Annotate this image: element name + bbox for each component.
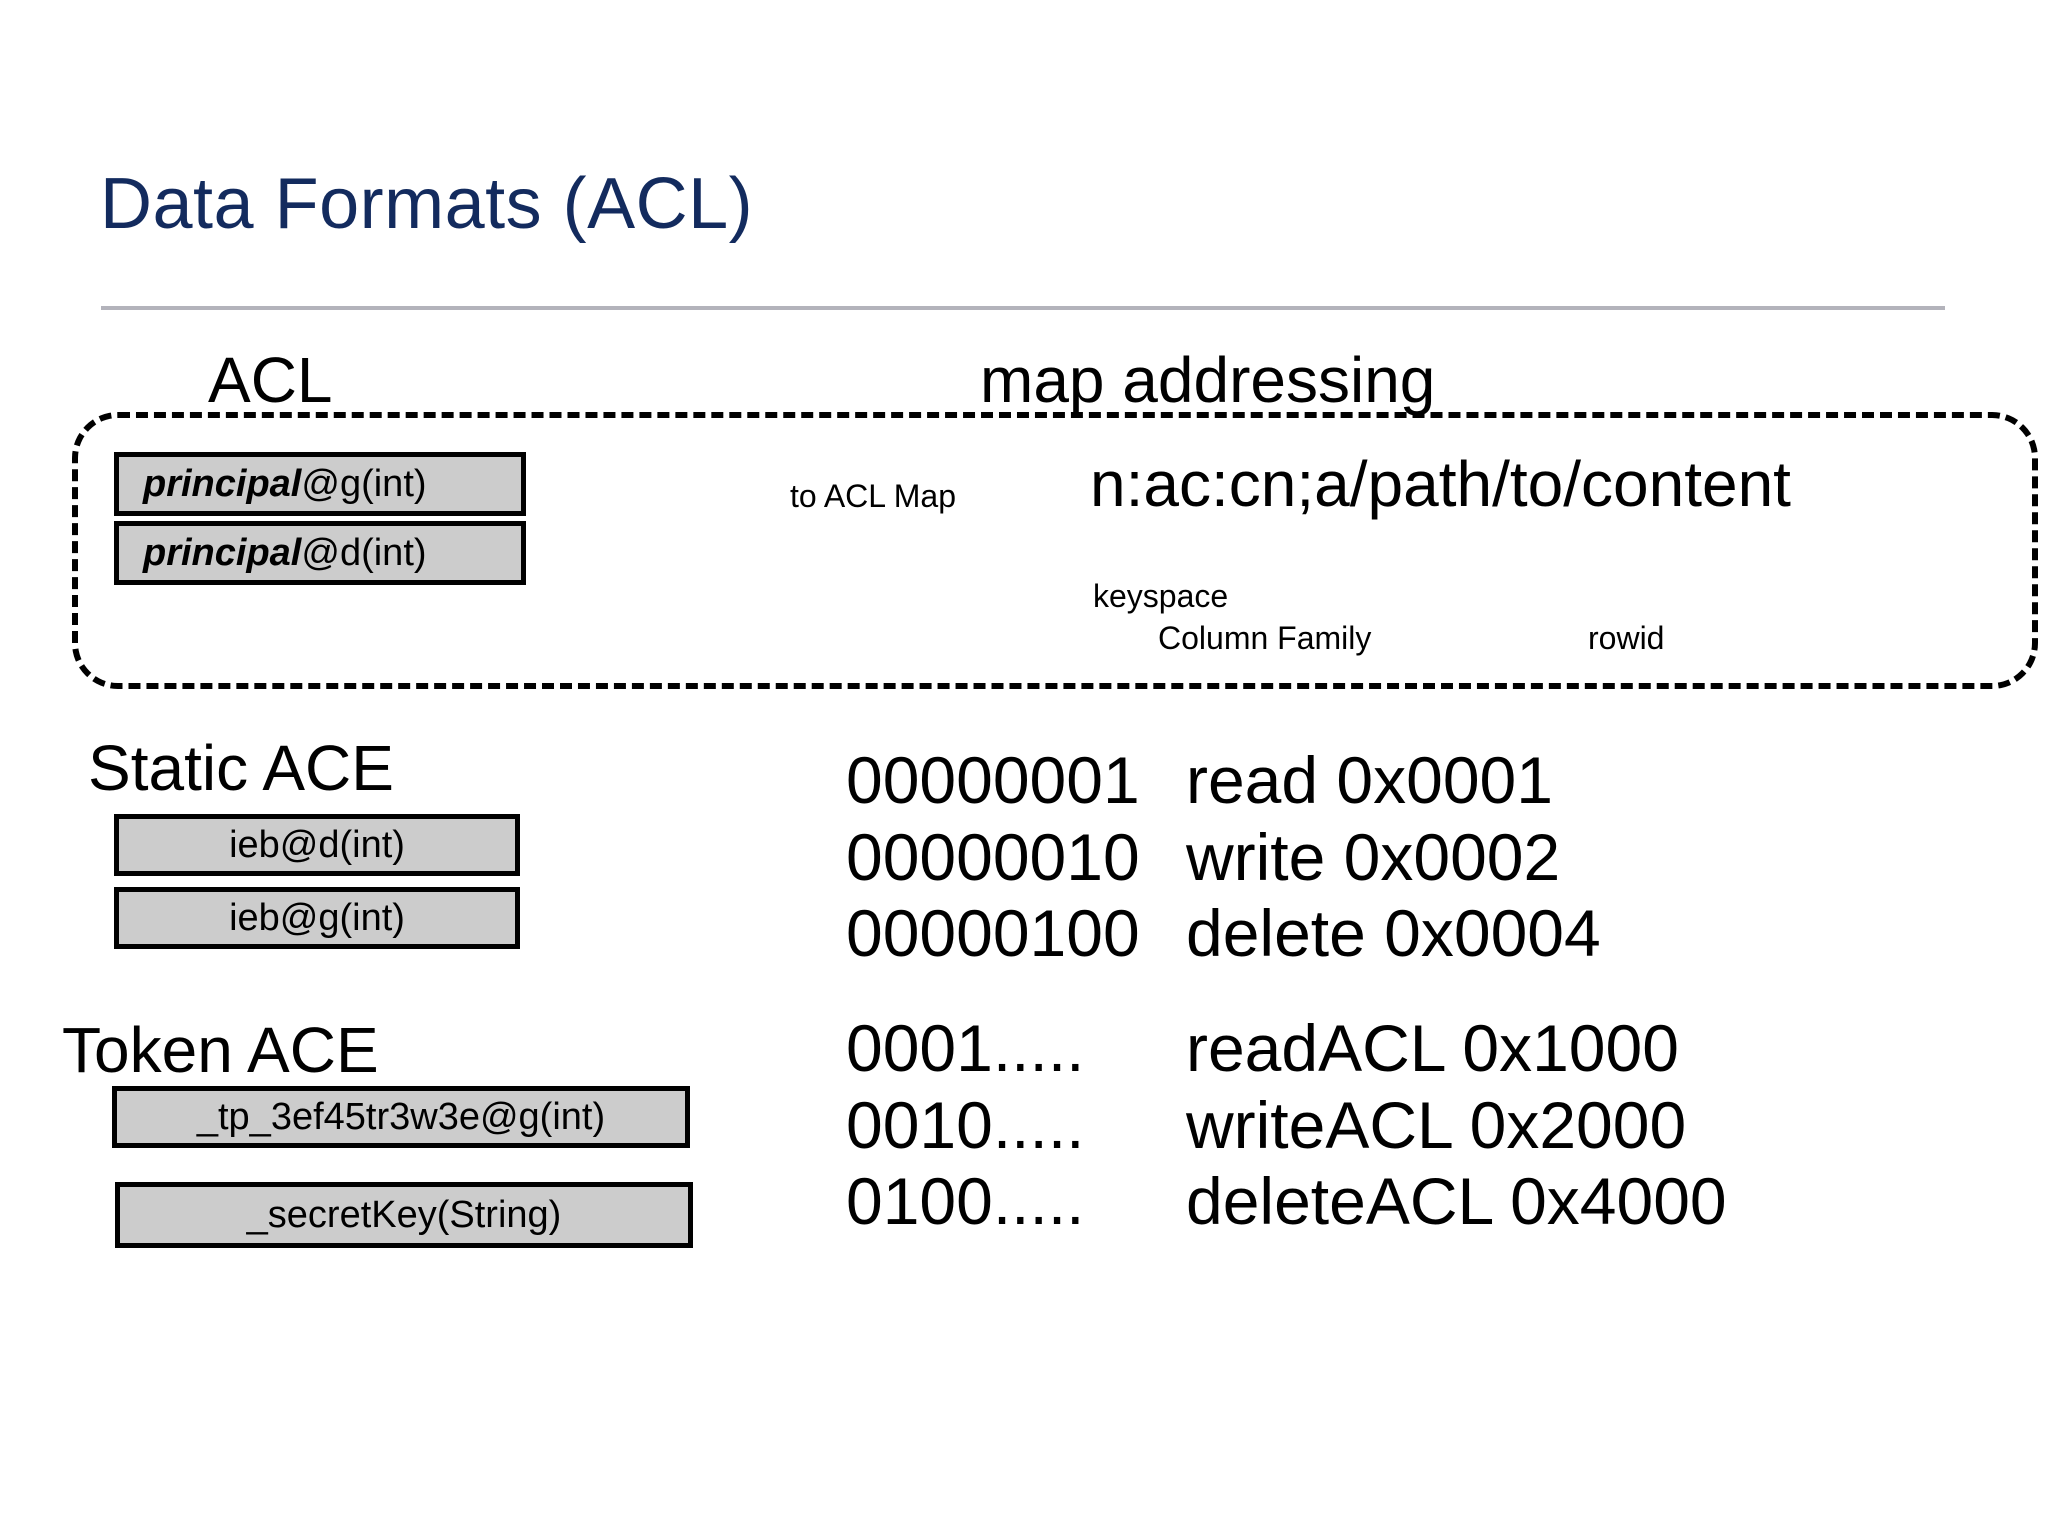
table-row: 0100..... deleteACL 0x4000 (846, 1163, 1727, 1240)
table-row: 00000100 delete 0x0004 (846, 895, 1601, 972)
permission-bits: 00000001 (846, 743, 1140, 817)
permissions-basic-table: 00000001 read 0x0001 00000010 write 0x00… (846, 742, 1601, 972)
acl-principal-row-1: principal@g(int) (114, 452, 526, 516)
heading-acl: ACL (208, 344, 333, 416)
table-row: 0010..... writeACL 0x2000 (846, 1087, 1727, 1164)
token-ace-row-2: _secretKey(String) (115, 1182, 693, 1248)
acl-principal-row-2: principal@d(int) (114, 521, 526, 585)
map-key-string: n:ac:cn;a/path/to/content (1090, 448, 1791, 520)
acl-map-dashed-panel (72, 412, 2038, 689)
acl-principal-suffix-2: @d(int) (301, 531, 427, 574)
permission-name: delete 0x0004 (1186, 896, 1601, 971)
permission-name: deleteACL 0x4000 (1186, 1164, 1727, 1239)
table-row: 00000001 read 0x0001 (846, 742, 1601, 819)
static-ace-row-1: ieb@d(int) (114, 814, 520, 876)
permission-name: readACL 0x1000 (1186, 1011, 1679, 1085)
annotation-keyspace: keyspace (1093, 578, 1229, 614)
title-divider (101, 306, 1945, 310)
annotation-rowid: rowid (1588, 620, 1665, 656)
heading-token-ace: Token ACE (62, 1014, 379, 1086)
acl-principal-label-2: principal (143, 531, 302, 574)
permission-name: read 0x0001 (1186, 743, 1553, 817)
permissions-acl-table: 0001..... readACL 0x1000 0010..... write… (846, 1010, 1727, 1240)
table-row: 0001..... readACL 0x1000 (846, 1010, 1727, 1087)
page-title: Data Formats (ACL) (100, 164, 754, 244)
permission-name: write 0x0002 (1186, 819, 1561, 894)
permission-bits: 0010..... (846, 1087, 1085, 1162)
to-acl-map-label: to ACL Map (790, 478, 957, 514)
permission-bits: 0100..... (846, 1164, 1085, 1239)
permission-bits: 00000100 (846, 896, 1140, 971)
acl-principal-label-1: principal (143, 462, 302, 505)
heading-map-addressing: map addressing (980, 344, 1436, 416)
heading-static-ace: Static ACE (88, 732, 394, 804)
acl-principal-suffix-1: @g(int) (301, 462, 427, 505)
permission-bits: 00000010 (846, 819, 1140, 894)
static-ace-row-2: ieb@g(int) (114, 887, 520, 949)
table-row: 00000010 write 0x0002 (846, 819, 1601, 896)
token-ace-row-1: _tp_3ef45tr3w3e@g(int) (112, 1086, 690, 1148)
permission-name: writeACL 0x2000 (1186, 1087, 1687, 1162)
permission-bits: 0001..... (846, 1011, 1085, 1085)
annotation-column-family: Column Family (1158, 620, 1372, 656)
